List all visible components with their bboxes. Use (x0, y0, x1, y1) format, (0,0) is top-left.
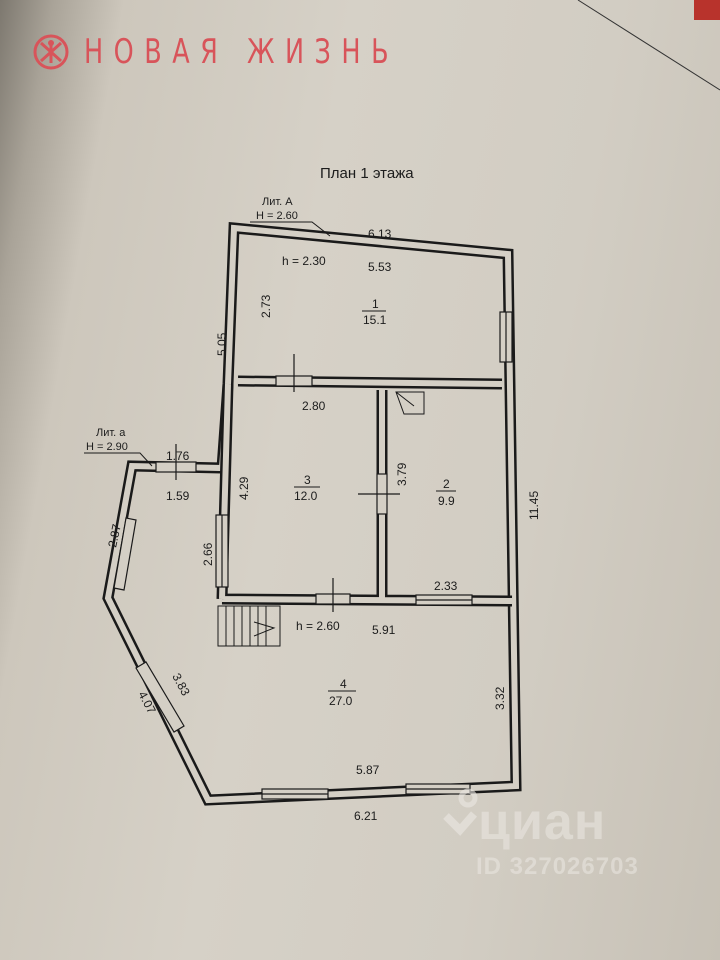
dimensions: 6.13 5.53 2.73 5.05 2.80 3.79 4.29 11.45… (105, 227, 541, 823)
logo: НОВАЯ ЖИЗНЬ (32, 32, 504, 72)
plan-title: План 1 этажа (320, 165, 414, 182)
lit-a-small-name: Лит. а (96, 427, 126, 439)
dim-room1-height: 2.73 (259, 294, 273, 318)
room3-number: 3 (304, 473, 311, 487)
lit-a-small-height: H = 2.90 (86, 441, 128, 453)
room2-number: 2 (443, 477, 450, 491)
dim-diag-inner: 3.83 (169, 671, 192, 698)
lit-a-height: H = 2.60 (256, 210, 298, 222)
paper-frame-line (577, 0, 720, 91)
red-corner (694, 0, 720, 20)
dim-bottom-inner: 5.87 (356, 763, 380, 777)
dim-annex-top-outer: 1.76 (166, 449, 190, 463)
lit-a-name: Лит. А (262, 196, 293, 208)
room-labels: 1 15.1 2 9.9 3 12.0 4 27.0 (294, 297, 456, 708)
dim-left-upper: 5.05 (215, 332, 229, 356)
dim-room4-right: 3.32 (493, 686, 507, 710)
dim-right-outer: 11.45 (527, 491, 541, 520)
window (113, 517, 137, 591)
watermark-id: ID 327026703 (476, 853, 639, 880)
ceiling-height-1: h = 2.30 (282, 254, 326, 268)
vitruvian-circle-icon (33, 34, 69, 70)
dim-room2-stair: 3.79 (395, 462, 409, 486)
dim-top-outer: 6.13 (368, 227, 392, 241)
ceiling-height-2: h = 2.60 (296, 619, 340, 633)
room4-number: 4 (340, 677, 347, 691)
room4-area: 27.0 (329, 694, 353, 708)
leader-lit-a-small (84, 452, 153, 467)
dim-room4-top: 5.91 (372, 623, 396, 637)
dim-room3-top: 2.80 (302, 399, 326, 413)
leader-lit-a (250, 221, 331, 237)
room1-number: 1 (372, 297, 379, 311)
stairs (217, 391, 425, 647)
window (135, 661, 185, 733)
dim-annex-wall: 2.66 (201, 542, 215, 566)
room1-area: 15.1 (363, 313, 387, 327)
dim-room2-bottom: 2.33 (434, 579, 458, 593)
dim-annex-left: 2.87 (105, 523, 124, 549)
location-pin-icon (443, 788, 478, 836)
watermark-brand: циан (478, 793, 607, 851)
dim-annex-top-inner: 1.59 (166, 489, 190, 503)
dim-top-inner: 5.53 (368, 260, 392, 274)
dim-bottom-outer: 6.21 (354, 809, 378, 823)
room3-area: 12.0 (294, 489, 318, 503)
openings (113, 311, 513, 800)
dim-room3-left: 4.29 (237, 476, 251, 500)
logo-text: НОВАЯ ЖИЗНЬ (84, 32, 400, 72)
room2-area: 9.9 (438, 494, 455, 508)
